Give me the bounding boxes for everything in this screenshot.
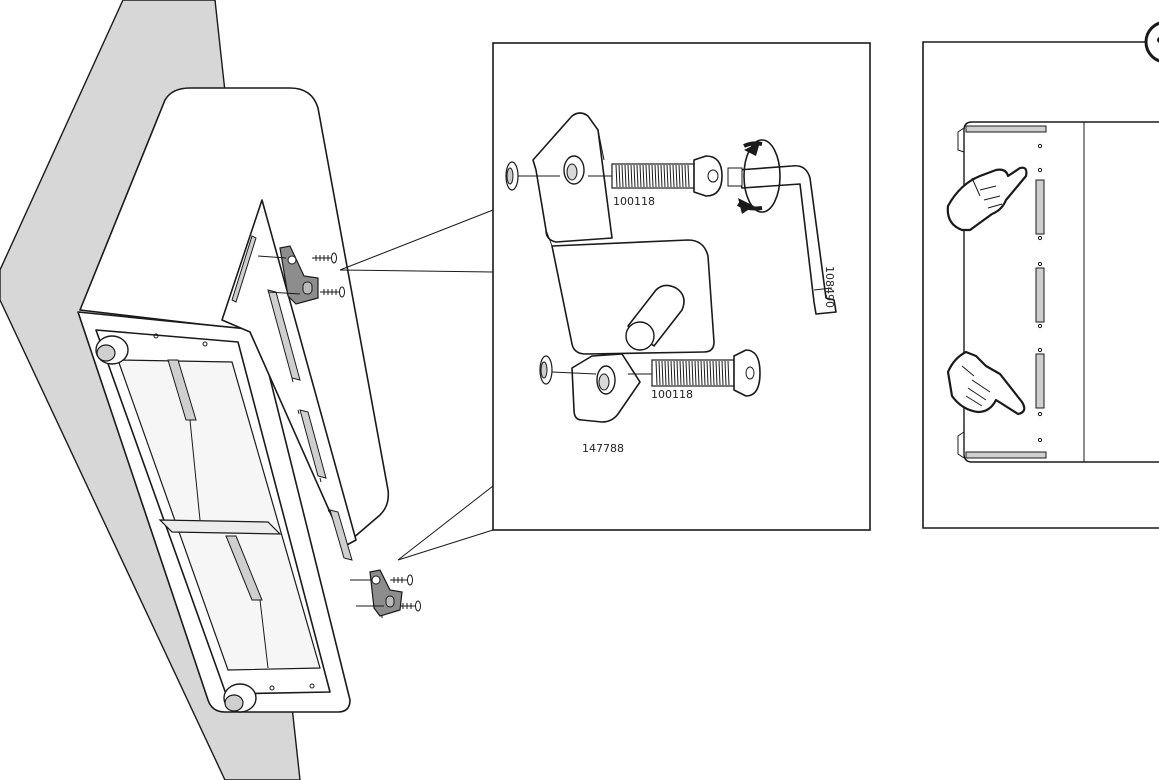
screw-small-4 [400,600,421,612]
bracket-large [532,112,715,423]
cabinet-foot-top [95,335,129,365]
allen-key: 108490 [727,164,837,315]
bolt-bottom: 100118 [628,349,761,401]
nut-top [505,161,560,191]
label-bracket: 147788 [582,442,624,455]
label-allen-key: 108490 [823,266,836,308]
hand-press-icon-bottom [946,350,1026,416]
screw-small-2 [320,286,345,298]
label-bolt-top: 100118 [613,195,655,208]
nut-bottom [539,355,597,385]
cabinet-top-view [957,121,1159,463]
screw-small-1 [312,252,337,264]
bracket-small-bottom [350,569,421,618]
bracket-small-top [257,245,345,305]
hand-press-icon-top [946,166,1028,232]
cabinet [77,87,390,713]
bolt-top: 100118 [588,155,723,208]
detail-panel: 100118 100118 147788 108490 [492,42,871,531]
rotation-arrow-icon [736,139,781,214]
zoom-callout-lines [339,209,494,561]
screw-small-3 [390,574,413,586]
bracket-peg [625,284,685,351]
right-panel [922,21,1159,529]
cabinet-foot-bottom [223,683,257,713]
label-bolt-bottom: 100118 [651,388,693,401]
